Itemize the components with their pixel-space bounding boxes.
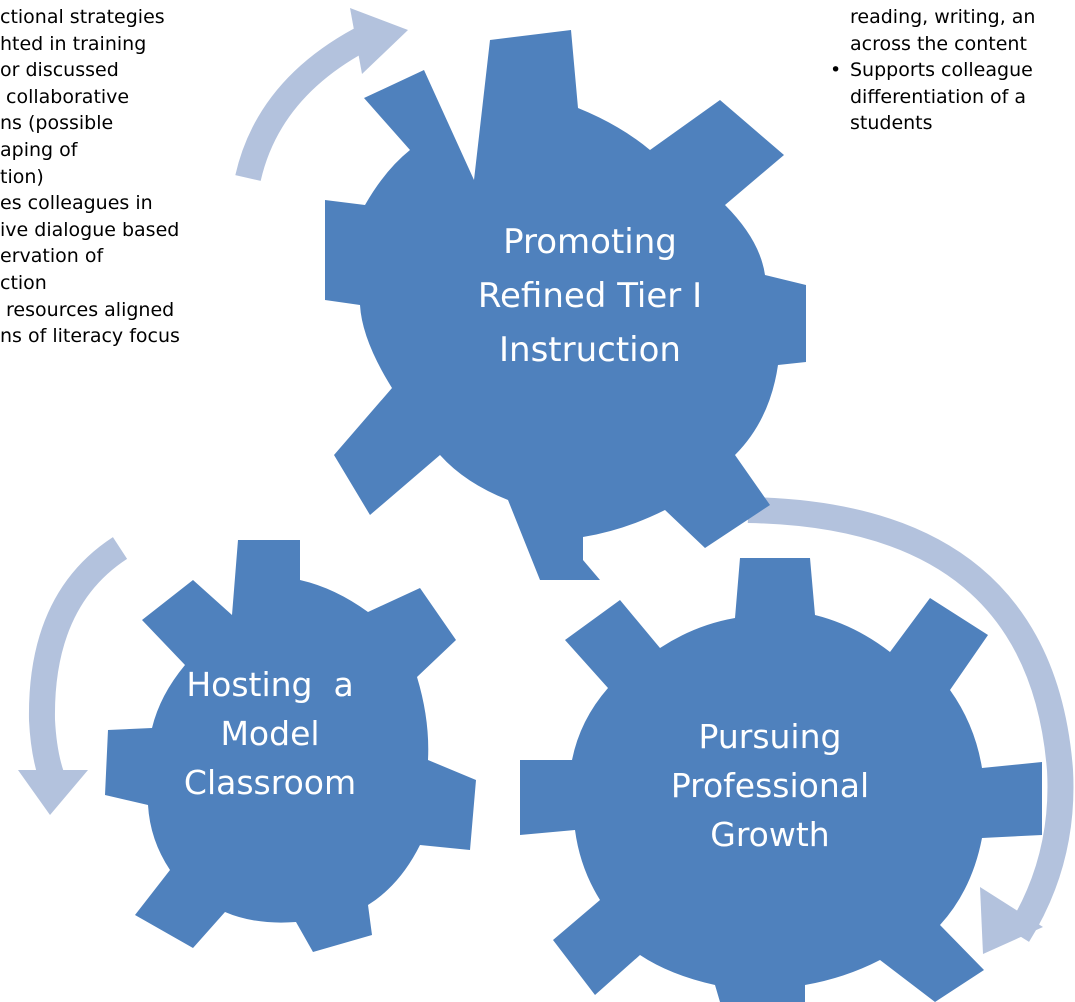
gear-label-line: Model: [220, 714, 320, 753]
left-text-line: ive dialogue based: [0, 218, 180, 241]
arrow-right: [747, 497, 1074, 954]
left-text-line: ns of literacy focus: [0, 325, 180, 348]
left-text-line: es colleagues in: [0, 192, 153, 215]
left-text-line: aping of: [0, 138, 78, 161]
gear-label-line: Hosting a: [186, 665, 354, 704]
left-text-line: ction: [0, 271, 47, 294]
gear-left: [105, 540, 476, 952]
gear-label-line: Promoting: [503, 222, 677, 262]
right-text-line: differentiation of a: [850, 85, 1027, 108]
left-text-line: tion): [0, 165, 44, 188]
left-text-line: resources aligned: [0, 298, 175, 321]
gear-top: [325, 30, 806, 580]
arrow-top-left: [235, 8, 408, 182]
left-text-line: collaborative: [0, 85, 130, 108]
left-text-line: or discussed: [0, 59, 119, 82]
right-text-line: reading, writing, an: [850, 6, 1036, 28]
gear-label-promoting: Promoting Refined Tier I Instruction: [440, 215, 740, 377]
gear-right: [520, 558, 1042, 1002]
right-text-panel: reading, writing, an across the content …: [826, 4, 1075, 137]
left-text-panel: ctional strategies hted in training or d…: [0, 4, 260, 350]
right-text-line: students: [850, 112, 933, 135]
gear-label-line: Classroom: [183, 763, 357, 802]
gear-label-line: Professional: [670, 766, 870, 805]
right-text-line: across the content: [850, 32, 1027, 55]
left-text-line: hted in training: [0, 32, 147, 55]
gear-label-line: Instruction: [499, 330, 681, 370]
gear-label-hosting: Hosting a Model Classroom: [140, 660, 400, 807]
left-text-line: ns (possible: [0, 112, 114, 135]
arrow-left: [18, 537, 128, 815]
gear-label-line: Pursuing: [698, 717, 842, 756]
gear-label-line: Refined Tier I: [477, 276, 703, 316]
gear-label-pursuing: Pursuing Professional Growth: [620, 712, 920, 859]
right-bullet-item: Supports colleague: [826, 57, 1075, 84]
left-text-line: ervation of: [0, 245, 104, 268]
gear-label-line: Growth: [710, 815, 830, 854]
left-text-line: ctional strategies: [0, 6, 165, 28]
